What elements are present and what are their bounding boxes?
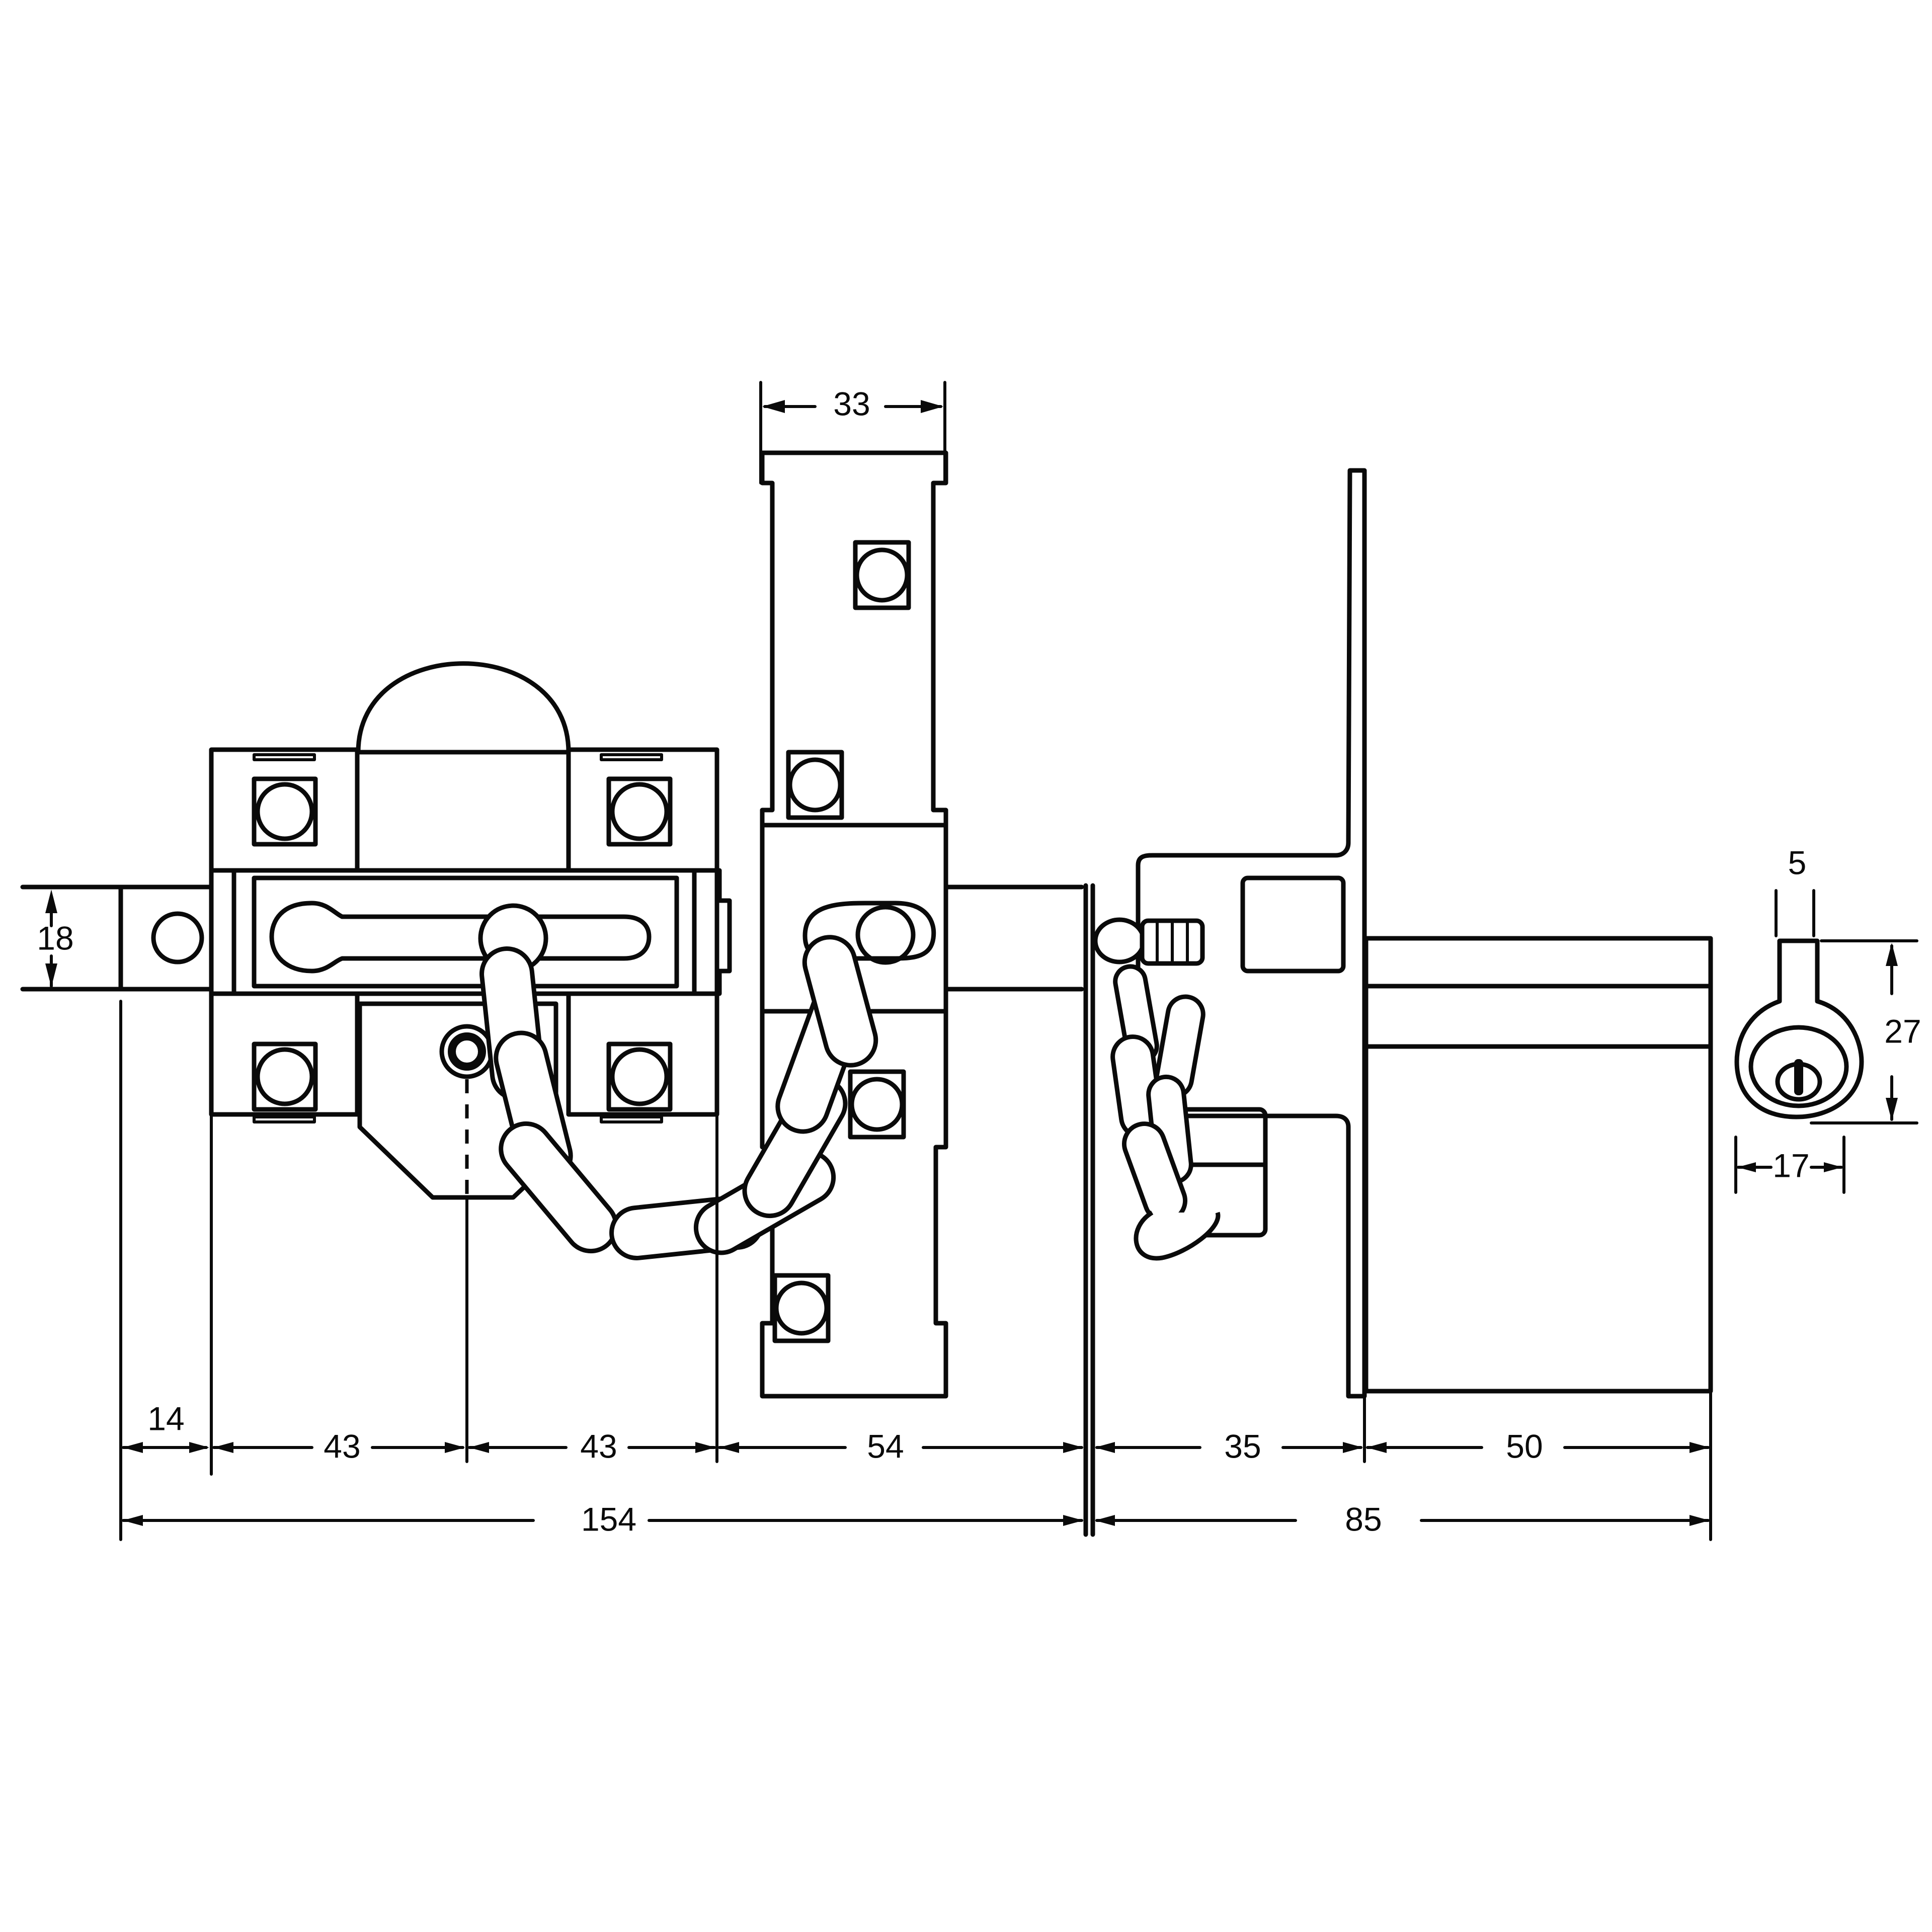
screw-icon — [610, 1047, 669, 1106]
chain-knob-icon — [1093, 917, 1146, 964]
dim-total-lock-length: 154 — [581, 1500, 636, 1538]
cylinder-profile — [1734, 938, 1864, 1119]
lower-right-screw-block — [566, 991, 719, 1123]
lower-left-screw-block — [209, 991, 360, 1123]
chain-knob-icon — [855, 905, 916, 965]
dimension-labels: 33 18 14 43 43 54 154 35 50 85 5 27 17 — [37, 385, 1921, 1538]
dim-segment-2: 43 — [580, 1427, 617, 1465]
screw-icon — [255, 1047, 314, 1106]
screw-icon — [854, 547, 910, 603]
bolt-slot — [269, 901, 652, 974]
keep-plate-front — [760, 450, 1084, 1399]
dimension-lines — [45, 381, 1918, 1541]
upper-left-screw-block — [209, 747, 360, 873]
dim-segment-1: 43 — [324, 1427, 360, 1465]
security-chain — [478, 903, 878, 1260]
dim-cylinder-height: 27 — [1884, 1012, 1921, 1050]
screw-icon — [849, 1077, 905, 1132]
lock-body-front-view — [20, 661, 732, 1200]
keyway-icon — [1794, 1059, 1803, 1095]
screw-icon — [774, 1280, 829, 1336]
bolt-hole-icon — [151, 911, 204, 964]
dim-cylinder-width: 17 — [1773, 1147, 1809, 1184]
dim-plate-width: 33 — [833, 385, 870, 422]
dim-segment-3: 54 — [867, 1427, 904, 1465]
keep-side-view — [1083, 468, 1713, 1537]
upper-right-screw-block — [566, 747, 719, 873]
dim-cylinder-length: 50 — [1506, 1427, 1543, 1465]
screw-icon — [255, 782, 314, 841]
dim-bolt-height: 18 — [37, 919, 73, 956]
bolt-housing — [209, 868, 732, 996]
lock-dome — [356, 661, 571, 755]
screw-icon — [787, 757, 843, 813]
screw-icon — [610, 782, 669, 841]
dim-keep-depth: 35 — [1224, 1427, 1261, 1465]
dim-cylinder-cam-width: 5 — [1788, 844, 1807, 881]
dim-offset-left: 14 — [147, 1400, 184, 1437]
dim-total-keep-length: 85 — [1345, 1500, 1382, 1538]
